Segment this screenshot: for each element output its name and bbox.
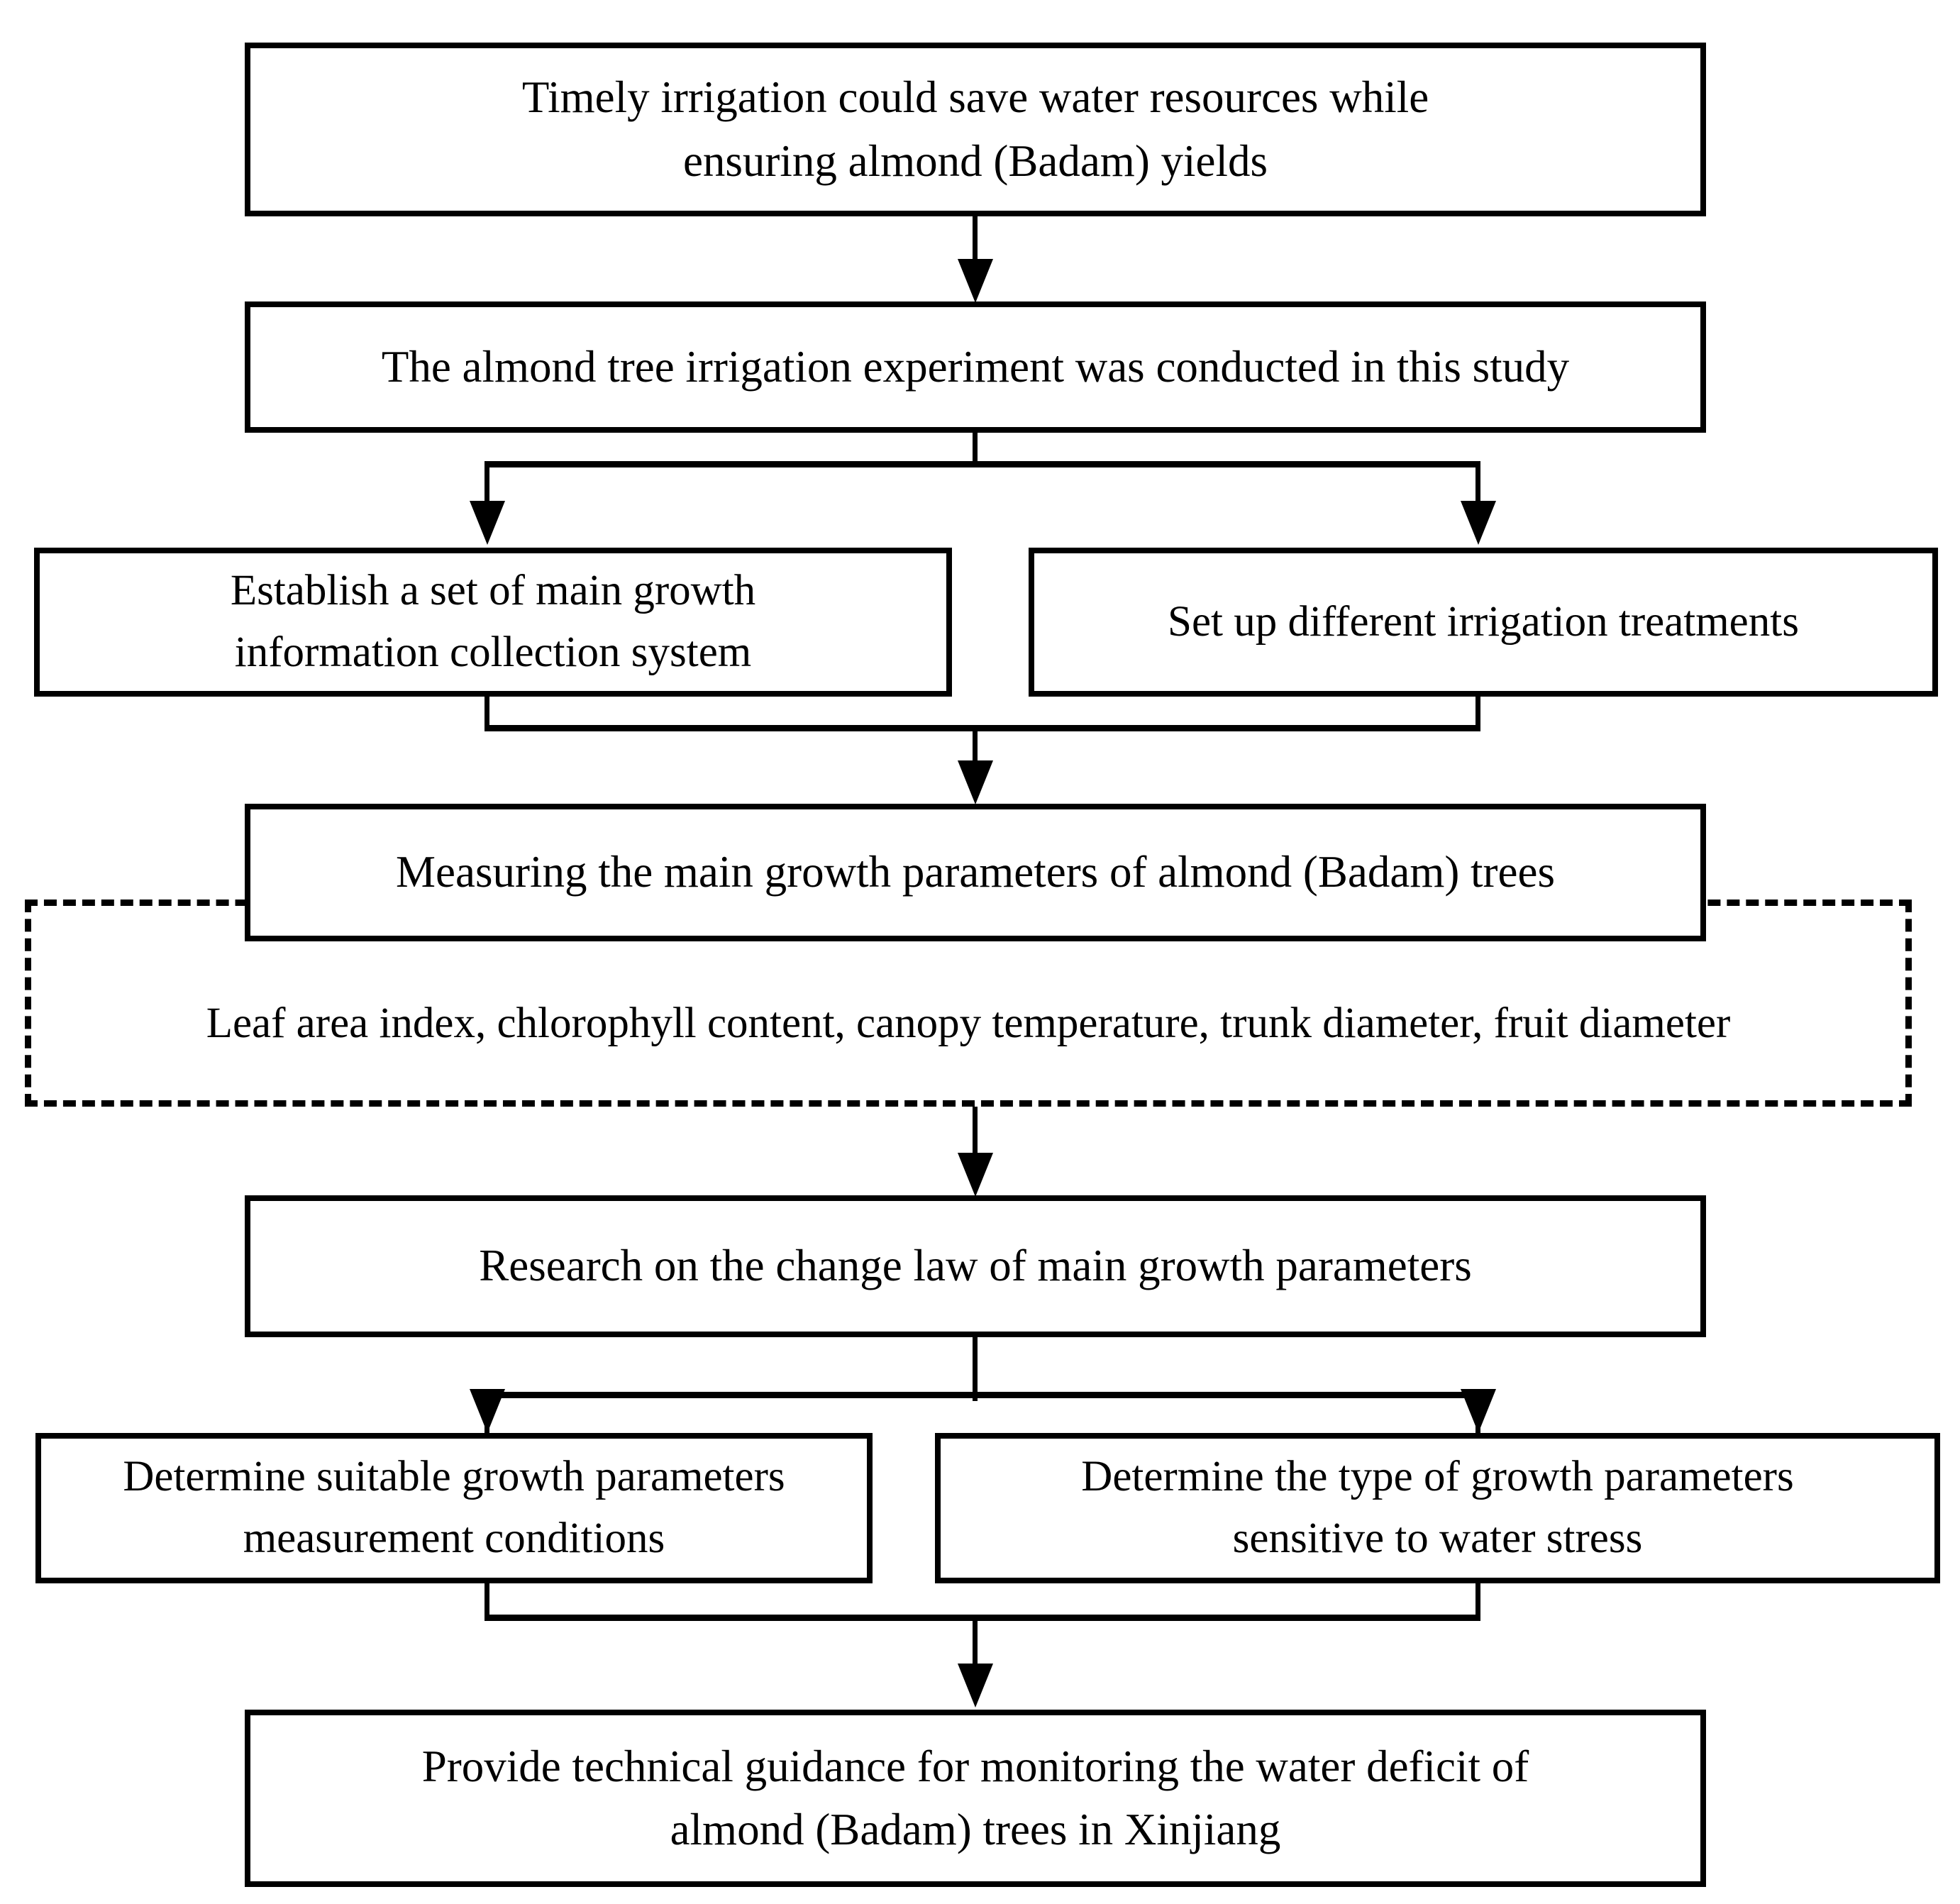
edge-merge-n7-arrowhead bbox=[958, 1664, 993, 1707]
node-water-stress-sensitive-parameters[interactable]: Determine the type of growth parameters … bbox=[935, 1433, 1940, 1583]
edge-n5-split-bar bbox=[485, 1392, 1480, 1398]
edge-merge-n4-arrowhead bbox=[958, 760, 993, 804]
node-suitable-measurement-conditions-label: Determine suitable growth parameters mea… bbox=[123, 1453, 785, 1562]
node-water-stress-sensitive-parameters-label: Determine the type of growth parameters … bbox=[1081, 1453, 1794, 1562]
edge-n2-n3b-line bbox=[1475, 461, 1480, 508]
edge-n2-split-bar bbox=[485, 461, 1480, 467]
edge-n5-n6a-arrowhead bbox=[470, 1389, 505, 1433]
node-irrigation-treatments[interactable]: Set up different irrigation treatments bbox=[1029, 548, 1938, 697]
node-research-change-law-label: Research on the change law of main growt… bbox=[479, 1241, 1472, 1291]
edge-n5-n6b-arrowhead bbox=[1461, 1389, 1496, 1433]
edge-n2-split-stem bbox=[973, 433, 978, 467]
node-irrigation-treatments-label: Set up different irrigation treatments bbox=[1168, 597, 1799, 646]
node-technical-guidance-label: Provide technical guidance for monitorin… bbox=[421, 1741, 1529, 1854]
edge-n3a-merge-line bbox=[485, 697, 489, 731]
edge-n2-n3a-line bbox=[485, 461, 489, 508]
node-technical-guidance[interactable]: Provide technical guidance for monitorin… bbox=[245, 1710, 1706, 1887]
edge-merge-n7-stem bbox=[973, 1615, 978, 1671]
edge-n1-n2-line bbox=[973, 216, 978, 273]
node-measuring-parameters[interactable]: Measuring the main growth parameters of … bbox=[245, 804, 1706, 941]
edge-merge-n4-stem bbox=[973, 725, 978, 776]
node-suitable-measurement-conditions[interactable]: Determine suitable growth parameters mea… bbox=[35, 1433, 873, 1583]
node-timely-irrigation[interactable]: Timely irrigation could save water resou… bbox=[245, 43, 1706, 216]
edge-n6b-merge-line bbox=[1475, 1583, 1480, 1620]
edge-n3b-merge-line bbox=[1475, 697, 1480, 731]
node-measuring-parameters-label: Measuring the main growth parameters of … bbox=[396, 847, 1555, 897]
edge-n2-n3a-arrowhead bbox=[470, 501, 505, 545]
node-growth-info-system[interactable]: Establish a set of main growth informati… bbox=[34, 548, 952, 697]
edge-n6-merge-bar bbox=[485, 1615, 1480, 1621]
node-irrigation-experiment[interactable]: The almond tree irrigation experiment wa… bbox=[245, 301, 1706, 433]
growth-parameters-note-label: Leaf area index, chlorophyll content, ca… bbox=[206, 1000, 1731, 1047]
edge-n5-split-stem bbox=[973, 1337, 978, 1401]
node-growth-info-system-label: Establish a set of main growth informati… bbox=[230, 567, 756, 676]
edge-n3-merge-bar bbox=[485, 725, 1480, 731]
node-irrigation-experiment-label: The almond tree irrigation experiment wa… bbox=[381, 341, 1570, 392]
edge-note-n5-arrowhead bbox=[958, 1153, 993, 1197]
node-timely-irrigation-label: Timely irrigation could save water resou… bbox=[521, 72, 1429, 186]
edge-n1-n2-arrowhead bbox=[958, 259, 993, 303]
node-research-change-law[interactable]: Research on the change law of main growt… bbox=[245, 1195, 1706, 1337]
edge-note-n5-line bbox=[973, 1107, 978, 1170]
edge-n2-n3b-arrowhead bbox=[1461, 501, 1496, 545]
edge-n6a-merge-line bbox=[485, 1583, 489, 1620]
